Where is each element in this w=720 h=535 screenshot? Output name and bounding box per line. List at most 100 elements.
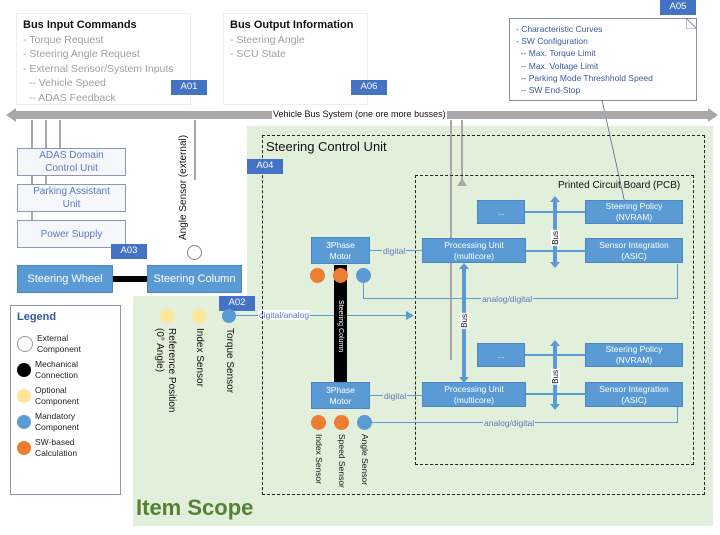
angle-sensor-label: Angle Sensor: [360, 434, 370, 486]
legend-item-sw-based: SW-based Calculation: [17, 437, 114, 458]
index-sensor-label: Index Sensor: [314, 434, 324, 485]
scu-bus-line: [461, 120, 463, 185]
steering-wheel[interactable]: Steering Wheel: [17, 265, 113, 293]
legend-item-mechanical: Mechanical Connection: [17, 359, 114, 380]
legend-item-external: External Component: [17, 333, 114, 354]
bus-output-title: Bus Output Information: [230, 19, 354, 31]
bus-input-item: - External Sensor/System Inputs: [23, 62, 174, 75]
parking-assistant-unit[interactable]: Parking Assistant Unit: [17, 184, 126, 212]
bus-link-line: [45, 176, 47, 186]
top-processing-unit[interactable]: Processing Unit (multicore): [422, 238, 526, 263]
bus-link-line: [31, 176, 33, 186]
steering-column[interactable]: Steering Column: [147, 265, 242, 293]
signal-line: [677, 264, 678, 299]
bus-link-line: [59, 120, 61, 150]
signal-line: [677, 407, 678, 423]
index-sensor-sw-icon[interactable]: [311, 415, 326, 430]
mandatory-component-icon: [17, 414, 31, 429]
bus-output-item: - Steering Angle: [230, 33, 305, 46]
top-analog-signal-label: analog/digital: [481, 294, 534, 304]
torque-sensor-icon[interactable]: [222, 309, 236, 323]
config-item: -- Parking Mode Threshhold Speed: [516, 72, 653, 83]
reference-position-sensor-icon[interactable]: [160, 309, 174, 323]
bottom-ellipsis-module[interactable]: ...: [477, 343, 525, 367]
torque-signal-line: [236, 315, 412, 316]
bottom-sensor-integration[interactable]: Sensor Integration (ASIC): [585, 382, 683, 407]
config-item: - SW Configuration: [516, 36, 588, 47]
speed-sensor-sw-icon[interactable]: [334, 415, 349, 430]
inter-processor-bus-label: Bus: [460, 313, 469, 329]
bottom-pcb-bus-label: Bus: [551, 369, 560, 385]
angle-sensor-external-label: Angle Sensor (external): [178, 134, 189, 240]
bottom-analog-signal-label: analog/digital: [483, 418, 536, 428]
bottom-steering-policy[interactable]: Steering Policy (NVRAM): [585, 343, 683, 367]
motor-bottom-signal-label: digital: [383, 391, 408, 401]
legend-item-optional: Optional Component: [17, 385, 114, 406]
bus-link-line: [31, 120, 33, 150]
bus-input-title: Bus Input Commands: [23, 19, 137, 31]
optional-component-icon: [17, 388, 31, 403]
sw-sensor-icon[interactable]: [333, 268, 348, 283]
adas-domain-control-unit[interactable]: ADAS Domain Control Unit: [17, 148, 126, 176]
index-sensor-icon[interactable]: [192, 309, 206, 323]
motor-angle-sensor-icon[interactable]: [357, 415, 372, 430]
reference-position-label: Reference Position (0° Angle): [154, 328, 177, 413]
vehicle-bus-label: Vehicle Bus System (one ore more busses): [272, 108, 447, 121]
bus-input-item: -- Vehicle Speed: [23, 77, 106, 89]
bus-link-line: [31, 211, 33, 222]
steering-control-unit[interactable]: [262, 135, 705, 495]
configuration-note: - Characteristic Curves - SW Configurati…: [509, 18, 697, 101]
legend-item-mandatory: Mandatory Component: [17, 411, 114, 432]
tag-a02: A02: [219, 296, 255, 311]
bus-input-commands-box: Bus Input Commands - Torque Request - St…: [16, 13, 191, 105]
bus-input-item: -- ADAS Feedback: [23, 91, 116, 104]
scu-title: Steering Control Unit: [266, 139, 387, 154]
external-component-icon: [17, 335, 33, 352]
legend-title: Legend: [17, 311, 57, 323]
motor-bottom[interactable]: 3Phase Motor: [311, 382, 370, 409]
speed-sensor-label: Speed Sensor: [337, 434, 347, 488]
config-item: -- Max. Torque Limit: [516, 48, 596, 59]
sw-sensor-icon[interactable]: [310, 268, 325, 283]
angle-sensor-external-icon[interactable]: [187, 245, 202, 260]
sw-based-calculation-icon: [17, 440, 31, 455]
motor-top[interactable]: 3Phase Motor: [311, 237, 370, 264]
config-item: -- SW End-Stop: [516, 85, 581, 96]
internal-steering-column: [334, 265, 347, 385]
tag-a04: A04: [247, 159, 283, 174]
top-ellipsis-module[interactable]: ...: [477, 200, 525, 224]
item-scope-label: Item Scope: [136, 495, 254, 520]
bus-output-item: - SCU State: [230, 48, 287, 60]
bus-output-info-box: Bus Output Information - Steering Angle …: [223, 13, 368, 105]
item-scope-zone-upper: [247, 126, 713, 156]
note-fold-icon: [686, 18, 697, 29]
bus-input-item: - Steering Angle Request: [23, 48, 140, 60]
angle-sensor-bus-line: [194, 120, 196, 180]
internal-steering-column-label: Steering Column: [337, 300, 344, 353]
torque-signal-label: digital/analog: [258, 310, 311, 320]
config-item: - Characteristic Curves: [516, 24, 603, 34]
printed-circuit-board[interactable]: [415, 175, 694, 465]
motor-top-signal-label: digital: [382, 246, 407, 256]
bus-input-item: - Torque Request: [23, 33, 104, 46]
top-steering-policy[interactable]: Steering Policy (NVRAM): [585, 200, 683, 224]
power-supply[interactable]: Power Supply: [17, 220, 126, 248]
pcb-title: Printed Circuit Board (PCB): [558, 180, 681, 191]
bus-link-line: [45, 120, 47, 150]
tag-a01: A01: [171, 80, 207, 95]
legend: Legend External Component Mechanical Con…: [10, 305, 121, 495]
index-sensor-label: Index Sensor: [194, 328, 205, 387]
tag-a05: A05: [660, 0, 696, 15]
arrow-up-icon: [457, 178, 467, 186]
torque-sensor-label: Torque Sensor: [224, 328, 235, 394]
top-sensor-integration[interactable]: Sensor Integration (ASIC): [585, 238, 683, 263]
angle-sensor-icon[interactable]: [356, 268, 371, 283]
signal-line: [363, 283, 364, 299]
config-item: -- Max. Voltage Limit: [516, 60, 599, 71]
tag-a06: A06: [351, 80, 387, 95]
top-pcb-bus-label: Bus: [551, 230, 560, 246]
arrow-right-icon: [406, 311, 414, 320]
tag-a03: A03: [111, 244, 147, 259]
bottom-processing-unit[interactable]: Processing Unit (multicore): [422, 382, 526, 407]
mechanical-connection: [113, 276, 147, 282]
